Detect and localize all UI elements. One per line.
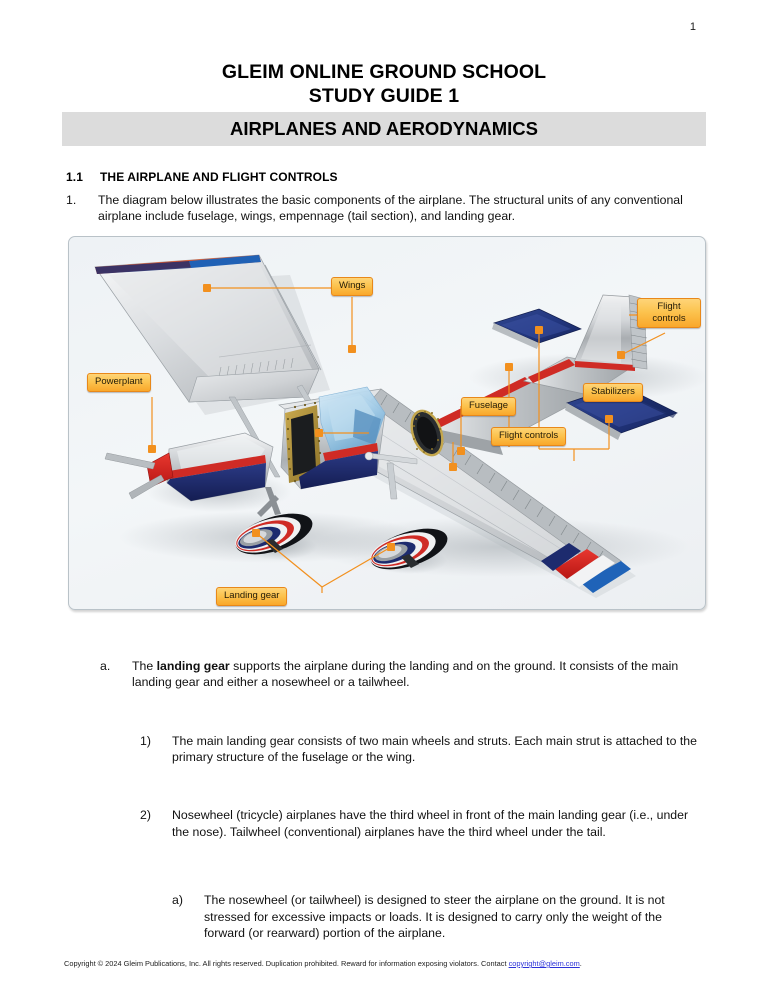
- airplane-diagram: Wings Powerplant Flight controls Stabili…: [68, 236, 706, 610]
- list-marker: a): [172, 893, 183, 908]
- section-number: 1.1: [66, 170, 83, 184]
- section-heading: 1.1 THE AIRPLANE AND FLIGHT CONTROLS: [66, 170, 338, 184]
- list-marker: a.: [100, 658, 111, 673]
- callout-flight-controls-tail[interactable]: Flight controls: [637, 298, 701, 328]
- list-marker: 1.: [66, 193, 77, 207]
- paragraph-item-1: 1. The diagram below illustrates the bas…: [66, 192, 684, 225]
- callout-stabilizers[interactable]: Stabilizers: [583, 383, 643, 402]
- footer-period: .: [579, 959, 582, 968]
- paragraph-item-a-sub: a) The nosewheel (or tailwheel) is desig…: [172, 892, 706, 941]
- text-after: supports the airplane during the landing…: [132, 658, 679, 690]
- copyright-footer: Copyright © 2024 Gleim Publications, Inc…: [64, 958, 704, 969]
- paragraph-text: The landing gear supports the airplane d…: [132, 658, 704, 691]
- emphasis-landing-gear: landing gear: [156, 658, 230, 673]
- callout-fuselage[interactable]: Fuselage: [461, 397, 517, 416]
- section-title: THE AIRPLANE AND FLIGHT CONTROLS: [100, 170, 338, 184]
- paragraph-text: Nosewheel (tricycle) airplanes have the …: [172, 808, 689, 839]
- paragraph-item-1-sub: 1) The main landing gear consists of two…: [140, 733, 706, 766]
- list-marker: 2): [140, 808, 151, 823]
- paragraph-text: The nosewheel (or tailwheel) is designed…: [204, 893, 665, 941]
- powerplant-group: [104, 386, 418, 517]
- callout-powerplant[interactable]: Powerplant: [87, 373, 151, 392]
- landing-gear-wheels: [235, 513, 448, 574]
- callout-wings[interactable]: Wings: [331, 277, 374, 296]
- text-before: The: [132, 658, 157, 673]
- document-title-block: GLEIM ONLINE GROUND SCHOOL STUDY GUIDE 1…: [62, 60, 706, 146]
- callout-flight-controls-wing[interactable]: Flight controls: [491, 427, 567, 446]
- title-band: AIRPLANES AND AERODYNAMICS: [62, 112, 706, 146]
- callout-landing-gear[interactable]: Landing gear: [216, 587, 288, 606]
- paragraph-text: The diagram below illustrates the basic …: [98, 193, 683, 224]
- copyright-email-link[interactable]: copyright@gleim.com: [508, 959, 580, 968]
- page-number: 1: [689, 21, 696, 33]
- airplane-illustration: [94, 254, 705, 598]
- empennage-group: [492, 294, 678, 440]
- paragraph-item-2-sub: 2) Nosewheel (tricycle) airplanes have t…: [140, 807, 706, 840]
- title-line-2: STUDY GUIDE 1: [308, 85, 460, 107]
- title-line-1: GLEIM ONLINE GROUND SCHOOL: [221, 61, 547, 83]
- paragraph-text: The main landing gear consists of two ma…: [172, 733, 697, 765]
- paragraph-item-a: a. The landing gear supports the airplan…: [100, 658, 704, 691]
- list-marker: 1): [140, 733, 151, 748]
- left-wing-group: [94, 254, 332, 478]
- copyright-text: Copyright © 2024 Gleim Publications, Inc…: [64, 959, 509, 968]
